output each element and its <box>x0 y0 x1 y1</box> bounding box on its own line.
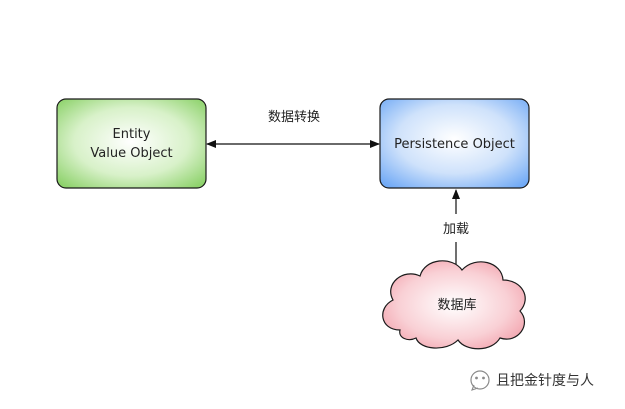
database-label: 数据库 <box>437 297 476 313</box>
load-label: 加载 <box>443 222 469 237</box>
conversion-label: 数据转换 <box>268 110 320 125</box>
wechat-icon <box>470 370 490 391</box>
entity-box: Entity Value Object <box>56 98 207 189</box>
load-edge: 加载 <box>443 189 469 265</box>
persistence-label: Persistence Object <box>394 137 515 152</box>
conversion-edge: 数据转换 <box>206 110 380 148</box>
watermark-label: 且把金针度与人 <box>496 373 594 389</box>
entity-label: Entity <box>113 127 151 142</box>
value-object-label: Value Object <box>90 146 172 161</box>
database-cloud: 数据库 <box>382 260 526 350</box>
watermark: 且把金针度与人 <box>470 370 594 391</box>
cloud-shape <box>382 260 526 350</box>
persistence-box: Persistence Object <box>379 98 530 189</box>
